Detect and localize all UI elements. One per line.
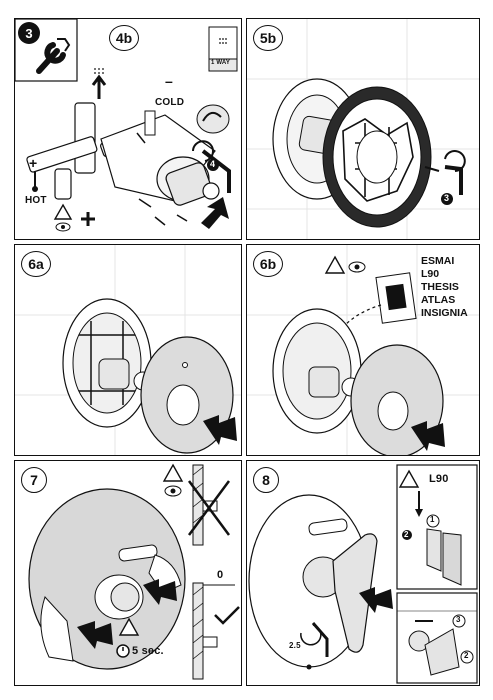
wrench-icon <box>36 38 71 74</box>
callout-1: 1 <box>430 515 435 524</box>
panel-8-illustration <box>248 464 478 684</box>
panel-6b-illustration <box>247 245 479 455</box>
panel-step-5b: 5b 3 <box>246 18 480 240</box>
model-esmai: ESMAI <box>421 255 455 267</box>
cold-sign: – <box>165 73 173 89</box>
torque-badge-3: 3 <box>444 193 450 203</box>
compatible-models-list: ESMAI L90 THESIS ATLAS INSIGNIA <box>421 255 468 320</box>
one-way-label: 1 WAY <box>211 60 231 66</box>
torque-badge-4: 4 <box>210 159 216 169</box>
hot-sign: + <box>29 155 38 171</box>
instruction-sheet: 3 4b 1 WAY – COLD + HOT 4 <box>14 18 480 686</box>
panel-step-6a: 6a <box>14 244 242 456</box>
wait-time-label: 5 sec. <box>132 645 164 657</box>
model-atlas: ATLAS <box>421 294 456 306</box>
panel-step-4b: 3 4b 1 WAY – COLD + HOT 4 <box>14 18 242 240</box>
model-l90: L90 <box>421 268 440 280</box>
step-number-4b: 4b <box>109 25 139 51</box>
push-arrow-icon <box>201 197 229 229</box>
panel-step-8: 8 L90 1 2 3 2 2.5 <box>246 460 480 686</box>
step-badge-3: 3 <box>25 26 33 41</box>
callout-3: 3 <box>456 615 461 624</box>
cold-label: COLD <box>155 97 185 108</box>
hot-thermometer-icon <box>32 171 38 192</box>
allen-key-size: 2.5 <box>289 641 301 650</box>
step-number-7: 7 <box>21 467 47 493</box>
callout-2b: 2 <box>464 651 469 660</box>
panel-7-illustration <box>28 463 240 680</box>
step-number-6b: 6b <box>253 251 283 277</box>
panel-5b-illustration <box>247 19 479 239</box>
model-thesis: THESIS <box>421 281 459 293</box>
hot-label: HOT <box>25 195 47 206</box>
gauge-zero-label: 0 <box>217 569 224 581</box>
panel-step-7: 7 0 5 sec. <box>14 460 242 686</box>
step-number-8: 8 <box>253 467 279 493</box>
step-number-6a: 6a <box>21 251 51 277</box>
panel-step-6b: 6b ESMAI L90 THESIS ATLAS INSIGNIA <box>246 244 480 456</box>
panel-6a-illustration <box>15 245 241 455</box>
callout-2: 2 <box>404 530 409 539</box>
panel-4b-illustration <box>15 19 238 232</box>
model-insignia: INSIGNIA <box>421 307 468 319</box>
model-label-l90: L90 <box>429 473 449 485</box>
step-number-5b: 5b <box>253 25 283 51</box>
